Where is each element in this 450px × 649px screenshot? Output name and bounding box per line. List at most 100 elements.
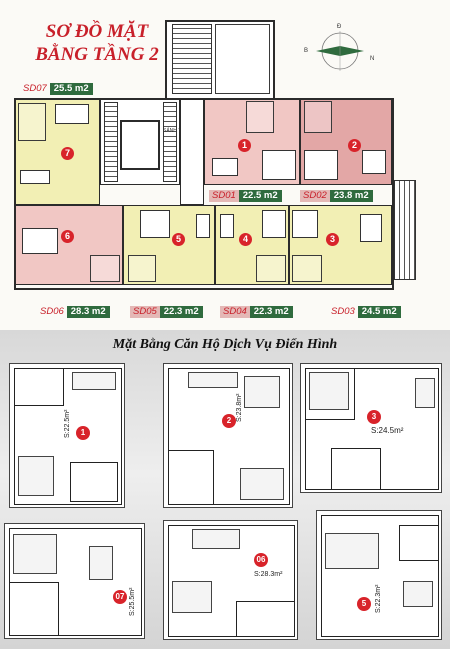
plan-06-outline (168, 525, 295, 637)
plan-3-bath (331, 448, 381, 490)
typical-plans-title: Mặt Bằng Căn Hộ Dịch Vụ Điển Hình (112, 337, 338, 352)
typical-plans-section: Mặt Bằng Căn Hộ Dịch Vụ Điển Hình S:22.5… (0, 330, 450, 649)
plan-3-sofa (415, 378, 435, 408)
unit-sd05-code: SD05 (130, 306, 160, 318)
unit-sd03-sofa (360, 214, 382, 242)
typical-plan-06[interactable]: S:28.3m² 06 (163, 520, 298, 640)
compass-north: Đ (337, 24, 342, 30)
plan-title-line2: BẰNG TẦNG 2 (35, 44, 159, 65)
unit-sd05-bed (140, 210, 170, 238)
unit-sd01-code: SD01 (209, 190, 239, 202)
unit-sd07-badge: 7 (61, 147, 74, 160)
plan-2-bath (168, 450, 214, 505)
unit-sd04-badge: 4 (239, 233, 252, 246)
plan-06-sofa (192, 529, 240, 549)
plan-2-bed (240, 468, 284, 500)
unit-sd02-bed (304, 150, 338, 180)
typical-plan-1[interactable]: S:22.5m² 1 (9, 363, 125, 508)
unit-sd04-area: 22.3 m2 (249, 306, 293, 318)
unit-sd02-tag: SD02 23.8 m2 (300, 190, 373, 202)
unit-sd02-badge: 2 (348, 139, 361, 152)
unit-sd02-sofa (362, 150, 386, 174)
unit-sd06-badge: 6 (61, 230, 74, 243)
plan-5-bed (325, 533, 379, 569)
plan-5-badge: 5 (357, 597, 371, 611)
unit-sd07-tag: SD07 25.5 m2 (20, 83, 93, 95)
plan-2-area: S:23.8m² (236, 393, 243, 422)
unit-sd02-code: SD02 (300, 190, 330, 202)
plan-07-bed (89, 546, 113, 580)
unit-sd01-bed (262, 150, 296, 180)
unit-sd02-bath (304, 101, 332, 133)
unit-sd05-area: 22.3 m2 (159, 306, 203, 318)
elevator-shaft (120, 120, 160, 170)
unit-sd05-tag: SD05 22.3 m2 (130, 306, 203, 318)
unit-sd07-code: SD07 (23, 83, 47, 94)
plan-1-outline (14, 368, 122, 505)
floor-plan-section: SƠ ĐỒ MẶT BẰNG TẦNG 2 Đ B N 7 SẢNH THANG… (14, 20, 416, 318)
plan-5-outline (321, 515, 439, 637)
plan-1-bed (18, 456, 54, 496)
typical-plan-2[interactable]: S:23.8m² 2 (163, 363, 293, 508)
unit-sd01-tag: SD01 22.5 m2 (209, 190, 282, 202)
unit-sd01-sofa (212, 158, 238, 176)
unit-sd04-bath (256, 255, 286, 282)
unit-sd04-sofa (220, 214, 234, 238)
plan-2-sofa (244, 376, 280, 408)
unit-sd04-bed (262, 210, 286, 238)
unit-sd03-badge: 3 (326, 233, 339, 246)
typical-plan-07[interactable]: S:25.5m² 07 (4, 523, 145, 639)
plan-5-area: S:22.3m² (375, 584, 382, 613)
unit-sd06-bed (22, 228, 58, 254)
plan-1-badge: 1 (76, 426, 90, 440)
plan-07-wardrobe (13, 534, 57, 574)
lobby-label: SẢNH THANG (163, 128, 196, 134)
unit-sd01-bath (246, 101, 274, 133)
plan-06-bed (172, 581, 212, 613)
unit-sd07-bath (18, 103, 46, 141)
unit-sd01-area: 22.5 m2 (238, 190, 282, 202)
plan-2-outline (168, 368, 290, 505)
compass-icon: Đ B N (300, 24, 380, 76)
top-terrace-room (215, 24, 270, 94)
unit-sd04-tag: SD04 22.3 m2 (220, 306, 293, 318)
plan-2-badge: 2 (222, 414, 236, 428)
plan-title-line1: SƠ ĐỒ MẶT (45, 21, 149, 42)
plan-title: SƠ ĐỒ MẶT BẰNG TẦNG 2 (22, 20, 172, 66)
plan-3-badge: 3 (367, 410, 381, 424)
unit-sd01-badge: 1 (238, 139, 251, 152)
plan-06-bath (236, 601, 295, 637)
unit-sd04-code: SD04 (220, 306, 250, 318)
unit-sd05-bath (128, 255, 156, 282)
unit-sd07-area: 25.5 m2 (49, 83, 93, 95)
unit-sd06-bath (90, 255, 120, 282)
plan-5-sofa (403, 581, 433, 607)
unit-sd06-tag: SD06 28.3 m2 (37, 306, 110, 318)
typical-plan-5[interactable]: S:22.3m² 5 (316, 510, 442, 640)
plan-07-area: S:25.5m² (129, 587, 136, 616)
unit-sd03-bath (292, 255, 322, 282)
core-stair-right (163, 102, 177, 182)
plan-06-area: S:28.3m² (254, 571, 283, 578)
plan-07-badge: 07 (113, 590, 127, 604)
unit-sd03-tag: SD03 24.5 m2 (328, 306, 401, 318)
unit-sd06[interactable] (15, 205, 123, 285)
unit-sd06-area: 28.3 m2 (66, 306, 110, 318)
compass-west: B (304, 48, 309, 54)
compass-east: N (370, 56, 375, 62)
right-stair (394, 180, 416, 280)
plan-06-badge: 06 (254, 553, 268, 567)
typical-plan-3[interactable]: S:24.5m² 3 (300, 363, 442, 493)
plan-07-bath (9, 582, 59, 636)
plan-1-bath (70, 462, 118, 502)
plan-1-area: S:22.5m² (64, 409, 71, 438)
plan-2-counter (188, 372, 238, 388)
unit-sd02-area: 23.8 m2 (329, 190, 373, 202)
unit-sd03-area: 24.5 m2 (357, 306, 401, 318)
plan-3-area: S:24.5m² (371, 426, 404, 435)
plan-1-entry (14, 368, 64, 406)
plan-3-bedroom (305, 368, 355, 420)
core-stair-left (104, 102, 118, 182)
unit-sd07-sofa (20, 170, 50, 184)
plan-1-counter (72, 372, 116, 390)
